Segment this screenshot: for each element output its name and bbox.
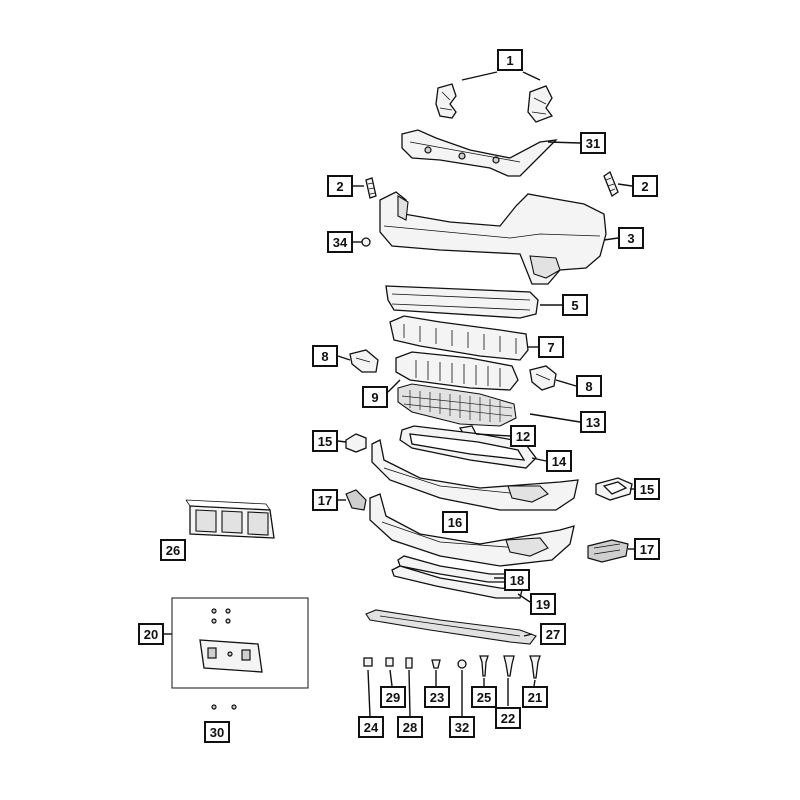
part-28-clip xyxy=(405,657,413,669)
callout-18: 18 xyxy=(504,569,530,591)
callout-15-right: 15 xyxy=(634,478,660,500)
part-26-plate-bracket xyxy=(185,499,275,539)
callout-16: 16 xyxy=(442,511,468,533)
callout-25: 25 xyxy=(471,686,497,708)
part-8-bracket-left xyxy=(349,349,379,373)
callout-27: 27 xyxy=(540,623,566,645)
part-3-bumper-fascia xyxy=(379,191,607,285)
part-13-mesh-grille xyxy=(397,383,517,427)
callout-19: 19 xyxy=(530,593,556,615)
part-1-bracket-right xyxy=(527,85,554,123)
part-19-trim xyxy=(391,565,523,599)
callout-9: 9 xyxy=(362,386,388,408)
part-1-bracket-left xyxy=(435,83,457,119)
part-15-cover-left xyxy=(345,433,367,453)
callout-34: 34 xyxy=(327,231,353,253)
part-34-plug xyxy=(361,237,371,247)
part-8-bracket-right xyxy=(529,365,557,391)
callout-28: 28 xyxy=(397,716,423,738)
part-22-push-pin xyxy=(503,655,515,677)
part-15-cover-right xyxy=(595,477,633,501)
callout-15-left: 15 xyxy=(312,430,338,452)
part-14-lower-surround xyxy=(399,425,537,469)
callout-17-right: 17 xyxy=(634,538,660,560)
callout-21: 21 xyxy=(522,686,548,708)
part-30-fasteners xyxy=(211,704,237,710)
callout-29: 29 xyxy=(380,686,406,708)
callout-8-right: 8 xyxy=(576,375,602,397)
part-29-clip xyxy=(385,657,394,667)
part-16-lower-fascia-top xyxy=(371,439,579,511)
callout-2-right: 2 xyxy=(632,175,658,197)
callout-7: 7 xyxy=(538,336,564,358)
part-24-clip xyxy=(363,657,373,667)
callout-1: 1 xyxy=(497,49,523,71)
callout-24: 24 xyxy=(358,716,384,738)
part-7-absorber xyxy=(389,315,529,361)
callout-5: 5 xyxy=(562,294,588,316)
part-23-fastener xyxy=(431,659,441,669)
part-25-screw xyxy=(479,655,489,677)
part-17-vent-right xyxy=(587,539,629,563)
part-20-plate-mount xyxy=(199,608,263,673)
callout-3: 3 xyxy=(618,227,644,249)
part-27-skid-plate xyxy=(365,609,537,645)
callout-31: 31 xyxy=(580,132,606,154)
callout-30: 30 xyxy=(204,721,230,743)
callout-26: 26 xyxy=(160,539,186,561)
part-5-impact-bar xyxy=(385,285,539,319)
callout-17-left: 17 xyxy=(312,489,338,511)
part-2-clip-left xyxy=(365,177,377,199)
callout-8-left: 8 xyxy=(312,345,338,367)
part-21-bolt xyxy=(529,655,541,679)
callout-23: 23 xyxy=(424,686,450,708)
callout-2-left: 2 xyxy=(327,175,353,197)
part-31-upper-support xyxy=(401,129,558,177)
callout-12: 12 xyxy=(510,425,536,447)
part-2-clip-right xyxy=(603,171,619,197)
callout-32: 32 xyxy=(449,716,475,738)
leader-lines xyxy=(162,71,634,717)
part-32-nut xyxy=(457,659,467,669)
callout-14: 14 xyxy=(546,450,572,472)
part-16-lower-fascia-bottom xyxy=(369,493,575,567)
part-20-kit-box xyxy=(171,597,309,689)
callout-13: 13 xyxy=(580,411,606,433)
part-9-grille-frame xyxy=(395,351,519,391)
part-17-vent-left xyxy=(345,489,367,511)
callout-22: 22 xyxy=(495,707,521,729)
callout-20: 20 xyxy=(138,623,164,645)
